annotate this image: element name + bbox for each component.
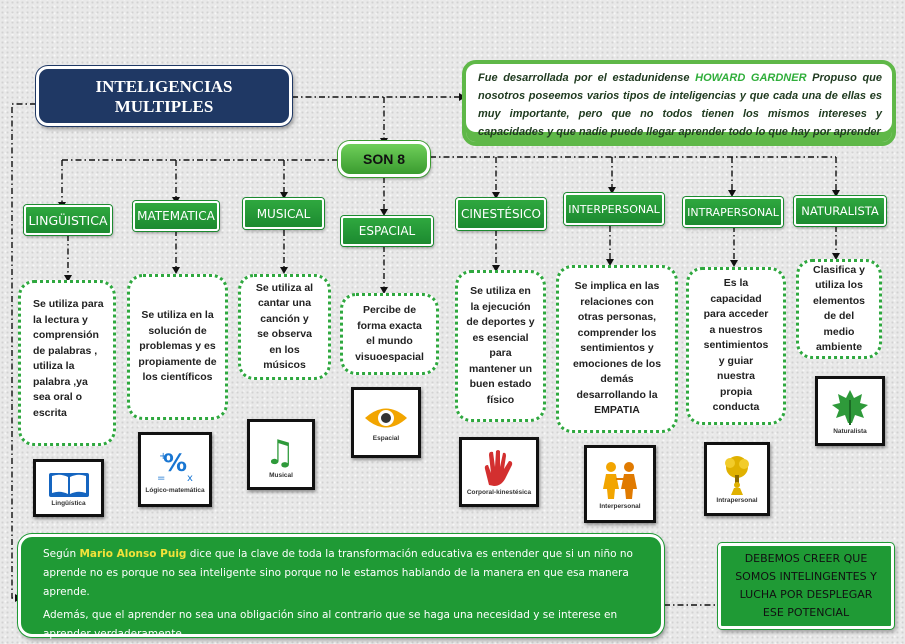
category-musical: MUSICAL <box>243 198 324 229</box>
person-tree-icon <box>725 455 749 495</box>
linguistica-icon-caption: Lingüística <box>51 499 86 507</box>
bottom-paragraph-2: Además, que el aprender no sea una oblig… <box>43 609 618 640</box>
hand-icon <box>484 449 513 486</box>
percent-icon: % + x = <box>157 449 193 484</box>
espacial-icon-card: Espacial <box>351 387 421 458</box>
intro-box: Fue desarrollada por el estadunidense HO… <box>462 60 896 146</box>
description-musical: Se utiliza al cantar una canción y se ob… <box>238 274 331 380</box>
svg-text:+: + <box>159 451 167 462</box>
musical-icon-card: ♫ Musical <box>247 419 315 490</box>
people-icon <box>603 461 637 499</box>
description-interpersonal: Se implica en las relaciones con otras p… <box>556 265 678 433</box>
category-linguistica: LINGÜISTICA <box>24 205 112 235</box>
category-naturalista: NATURALISTA <box>794 196 886 226</box>
bottom-quote-box: Según Mario Alonso Puig dice que la clav… <box>18 534 664 640</box>
description-intrapersonal: Es la capacidad para acceder a nuestros … <box>686 267 786 425</box>
interpersonal-icon-card: Interpersonal <box>584 445 656 523</box>
bottom-p1-after: dice que la clave de toda la transformac… <box>43 548 633 598</box>
espacial-icon-caption: Espacial <box>372 435 400 442</box>
svg-text:x: x <box>187 473 193 484</box>
category-intrapersonal: INTRAPERSONAL <box>683 197 783 227</box>
intrapersonal-icon-card: Intrapersonal <box>704 442 770 516</box>
svg-text:=: = <box>157 473 165 484</box>
musical-icon-caption: Musical <box>269 472 293 479</box>
matematica-icon-card: % + x = Lógico-matemática <box>138 432 212 507</box>
intro-highlight-gardner: HOWARD GARDNER <box>695 72 807 84</box>
naturalista-icon-card: Naturalista <box>815 376 885 446</box>
interpersonal-icon-caption: Interpersonal <box>599 502 641 510</box>
cinestesico-icon-caption: Corporal-kinestésica <box>466 488 532 496</box>
description-espacial: Percibe de forma exacta el mundo visuoes… <box>340 293 439 375</box>
main-title-line1: INTELIGENCIAS <box>95 77 233 96</box>
matematica-icon-caption: Lógico-matemática <box>145 487 205 494</box>
description-matematica: Se utiliza en la solución de problemas y… <box>127 274 228 420</box>
linguistica-icon-card: Lingüística <box>33 459 104 517</box>
category-cinestesico: CINESTÉSICO <box>456 198 546 230</box>
category-matematica: MATEMATICA <box>133 201 219 231</box>
naturalista-icon-caption: Naturalista <box>833 427 867 435</box>
eye-icon <box>365 408 407 428</box>
svg-text:♫: ♫ <box>265 433 295 470</box>
cinestesico-icon-card: Corporal-kinestésica <box>459 437 539 507</box>
book-icon <box>48 472 89 497</box>
bottom-paragraph-1: Según Mario Alonso Puig dice que la clav… <box>43 545 647 602</box>
bottom-p1-before: Según <box>43 548 80 560</box>
category-espacial: ESPACIAL <box>341 216 433 246</box>
intrapersonal-icon-caption: Intrapersonal <box>716 496 758 504</box>
main-title-line2: MULTIPLES <box>114 97 214 116</box>
description-linguistica: Se utiliza para la lectura y comprensión… <box>18 280 116 446</box>
music-note-icon: ♫ <box>265 433 295 470</box>
hub-son-8: SON 8 <box>338 141 430 177</box>
svg-text:%: % <box>163 449 187 477</box>
left-vertical-connector <box>11 103 36 599</box>
description-naturalista: Clasifica y utiliza los elementos de del… <box>796 259 882 359</box>
conclusion-box: DEBEMOS CREER QUE SOMOS INTELINGENTES Y … <box>718 543 894 629</box>
intro-text-after: Propuso que nosotros poseemos varios tip… <box>478 72 883 138</box>
description-cinestesico: Se utiliza en la ejecución de deportes y… <box>455 270 546 422</box>
category-interpersonal: INTERPERSONAL <box>564 193 664 225</box>
intro-text-before: Fue desarrollada por el estadunidense <box>478 72 696 84</box>
bottom-highlight-puig: Mario Alonso Puig <box>79 548 187 560</box>
leaf-icon <box>832 389 868 425</box>
main-title-box: INTELIGENCIAS MULTIPLES <box>36 66 292 126</box>
